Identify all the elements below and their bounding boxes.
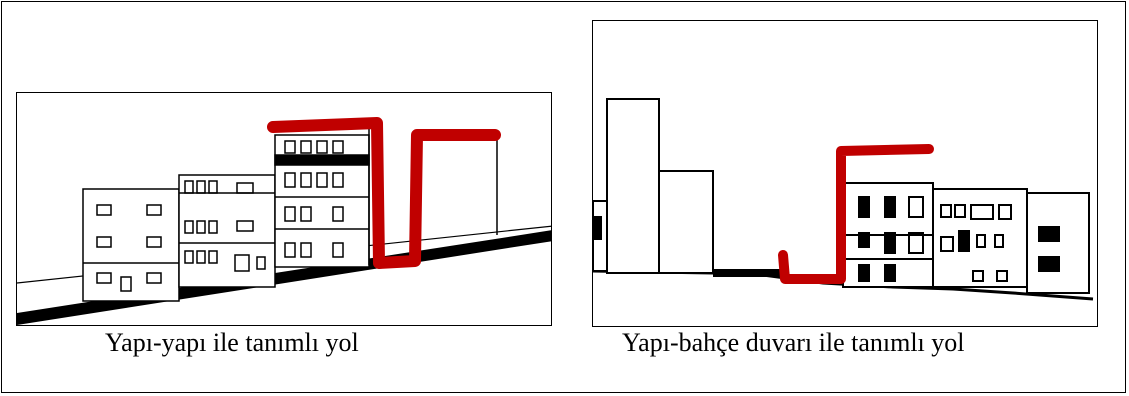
tall-building bbox=[606, 98, 660, 274]
garden-wall bbox=[713, 269, 783, 277]
building-2 bbox=[178, 174, 276, 288]
building-cluster bbox=[842, 182, 1090, 294]
building-1 bbox=[82, 188, 180, 302]
street-path-highlight bbox=[267, 117, 501, 269]
right-street-drawing bbox=[593, 98, 1094, 301]
building-3 bbox=[274, 134, 370, 268]
building-4 bbox=[368, 129, 498, 265]
building-left-edge bbox=[593, 200, 608, 272]
building-to-building-street-illustration bbox=[16, 92, 552, 326]
left-caption: Yapı-yapı ile tanımlı yol bbox=[105, 328, 359, 357]
right-caption: Yapı-bahçe duvarı ile tanımlı yol bbox=[622, 328, 965, 357]
left-street-drawing bbox=[17, 117, 551, 325]
street-path-highlight bbox=[778, 144, 934, 284]
building-to-garden-wall-street-illustration bbox=[592, 20, 1098, 327]
mid-building bbox=[658, 170, 714, 274]
